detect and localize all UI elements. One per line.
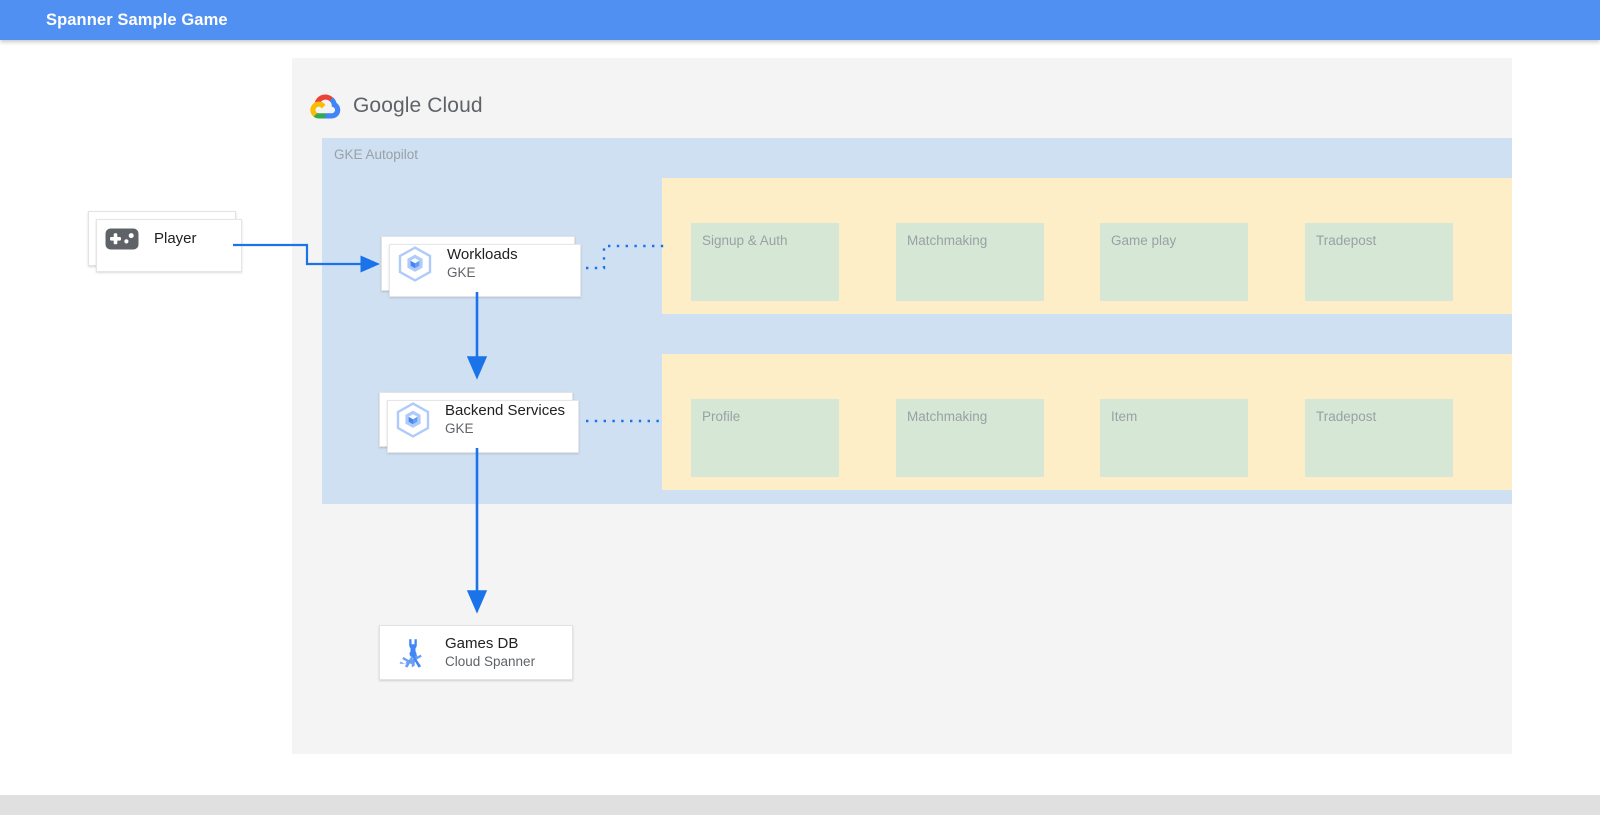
card-workloads-title: Workloads [447, 246, 518, 263]
google-cloud-logo-text: Google Cloud [353, 94, 483, 118]
service-box: Game play [1100, 223, 1248, 301]
backend-services-group: Profile Matchmaking Item Tradepost [662, 354, 1512, 490]
service-box: Matchmaking [896, 399, 1044, 477]
service-box: Tradepost [1305, 223, 1453, 301]
card-games-db[interactable]: Games DB Cloud Spanner [379, 625, 573, 680]
card-games-db-subtitle: Cloud Spanner [445, 654, 536, 669]
card-backend-services[interactable]: Backend Services GKE [379, 392, 579, 453]
architecture-diagram: Google Cloud GKE Autopilot Signup & Auth… [88, 58, 1512, 754]
logo-word-google: Google [353, 94, 422, 117]
service-box-label: Matchmaking [907, 233, 988, 248]
card-backend-services-text: Backend Services GKE [445, 401, 565, 438]
google-cloud-logo: Google Cloud [310, 93, 483, 119]
google-cloud-logo-icon [310, 94, 341, 119]
service-box-label: Item [1111, 409, 1138, 424]
card-backend-services-title: Backend Services [445, 402, 566, 419]
cloud-spanner-icon [393, 633, 433, 673]
card-games-db-text: Games DB Cloud Spanner [445, 634, 535, 671]
card-games-db-title: Games DB [445, 635, 519, 652]
gke-icon [393, 400, 433, 440]
card-workloads[interactable]: Workloads GKE [381, 236, 581, 297]
service-box: Tradepost [1305, 399, 1453, 477]
card-player[interactable]: Player [88, 211, 242, 272]
service-box-label: Tradepost [1316, 409, 1377, 424]
zone-gke-autopilot: GKE Autopilot Signup & Auth Matchmaking … [322, 138, 1512, 504]
app-bar: Spanner Sample Game [0, 0, 1600, 40]
service-box-label: Signup & Auth [702, 233, 788, 248]
card-workloads-text: Workloads GKE [447, 245, 518, 282]
service-box-label: Game play [1111, 233, 1177, 248]
logo-word-cloud: Cloud [427, 94, 483, 117]
card-backend-services-subtitle: GKE [445, 421, 474, 436]
card-player-title: Player [154, 229, 197, 247]
service-box: Profile [691, 399, 839, 477]
footer-bar [0, 795, 1600, 815]
service-box-label: Tradepost [1316, 233, 1377, 248]
app-title: Spanner Sample Game [46, 11, 228, 29]
service-box: Item [1100, 399, 1248, 477]
card-player-text: Player [154, 229, 197, 249]
service-box-label: Profile [702, 409, 741, 424]
zone-label: GKE Autopilot [334, 147, 419, 162]
gamepad-icon [102, 219, 142, 259]
gke-icon [395, 244, 435, 284]
workload-services-group: Signup & Auth Matchmaking Game play Trad… [662, 178, 1512, 314]
service-box: Signup & Auth [691, 223, 839, 301]
service-box-label: Matchmaking [907, 409, 988, 424]
card-workloads-subtitle: GKE [447, 265, 476, 280]
service-box: Matchmaking [896, 223, 1044, 301]
